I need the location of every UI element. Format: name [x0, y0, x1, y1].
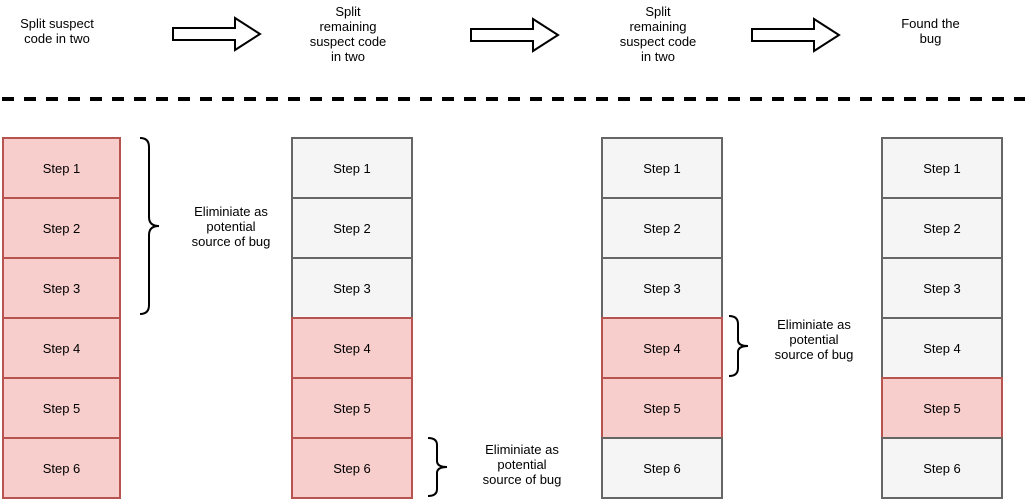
elimination-note-3: Eliminiate as potential source of bug [774, 317, 854, 362]
step-label: Step 5 [923, 400, 961, 416]
phase-label-3: Split remaining suspect code in two [619, 4, 697, 64]
phase-label-4: Found the bug [901, 16, 960, 46]
phase-label-1: Split suspect code in two [20, 16, 94, 46]
step-label: Step 6 [42, 460, 81, 476]
curly-brace-icon [728, 315, 749, 377]
step-box: Step 1 [601, 137, 723, 199]
step-box: Step 3 [601, 257, 723, 319]
step-label: Step 1 [333, 160, 371, 176]
step-label: Step 6 [643, 460, 681, 476]
step-label: Step 1 [923, 160, 961, 176]
step-label: Step 3 [42, 280, 81, 296]
step-column-1: Step 1 Step 2 Step 3 Step 4 Step 5 Step … [2, 137, 121, 499]
step-box: Step 5 [601, 377, 723, 439]
step-box: Step 2 [2, 197, 121, 259]
step-box: Step 6 [2, 437, 121, 499]
step-label: Step 4 [42, 340, 81, 356]
flow-arrow-icon [470, 17, 560, 53]
step-label: Step 5 [42, 400, 81, 416]
curly-brace-icon [427, 437, 448, 497]
step-label: Step 4 [643, 340, 681, 356]
elimination-note-1: Eliminiate as potential source of bug [191, 204, 271, 249]
step-label: Step 5 [333, 400, 371, 416]
flow-arrow-icon [172, 16, 262, 52]
step-box: Step 1 [2, 137, 121, 199]
step-column-2: Step 1 Step 2 Step 3 Step 4 Step 5 Step … [291, 137, 413, 499]
phase-label-2: Split remaining suspect code in two [309, 4, 387, 64]
step-label: Step 1 [42, 160, 81, 176]
step-box: Step 4 [601, 317, 723, 379]
step-label: Step 2 [42, 220, 81, 236]
step-box: Step 4 [291, 317, 413, 379]
step-box: Step 4 [2, 317, 121, 379]
step-label: Step 2 [643, 220, 681, 236]
step-label: Step 5 [643, 400, 681, 416]
flow-arrow-icon [751, 17, 841, 53]
step-label: Step 1 [643, 160, 681, 176]
step-label: Step 3 [333, 280, 371, 296]
curly-brace-icon [139, 137, 160, 315]
step-box: Step 4 [881, 317, 1003, 379]
step-box: Step 6 [601, 437, 723, 499]
step-box: Step 3 [881, 257, 1003, 319]
step-box: Step 1 [881, 137, 1003, 199]
step-label: Step 4 [923, 340, 961, 356]
dashed-divider [2, 97, 1025, 101]
step-label: Step 2 [923, 220, 961, 236]
step-label: Step 3 [923, 280, 961, 296]
step-label: Step 3 [643, 280, 681, 296]
step-label: Step 6 [923, 460, 961, 476]
step-box: Step 2 [601, 197, 723, 259]
step-box: Step 6 [291, 437, 413, 499]
step-label: Step 6 [333, 460, 371, 476]
step-box: Step 5 [881, 377, 1003, 439]
step-box: Step 2 [881, 197, 1003, 259]
step-column-3: Step 1 Step 2 Step 3 Step 4 Step 5 Step … [601, 137, 723, 499]
step-box: Step 3 [291, 257, 413, 319]
step-box: Step 2 [291, 197, 413, 259]
elimination-note-2: Eliminiate as potential source of bug [482, 442, 562, 487]
step-label: Step 2 [333, 220, 371, 236]
step-box: Step 5 [2, 377, 121, 439]
step-label: Step 4 [333, 340, 371, 356]
step-box: Step 5 [291, 377, 413, 439]
step-box: Step 1 [291, 137, 413, 199]
step-box: Step 6 [881, 437, 1003, 499]
step-box: Step 3 [2, 257, 121, 319]
step-column-4: Step 1 Step 2 Step 3 Step 4 Step 5 Step … [881, 137, 1003, 499]
